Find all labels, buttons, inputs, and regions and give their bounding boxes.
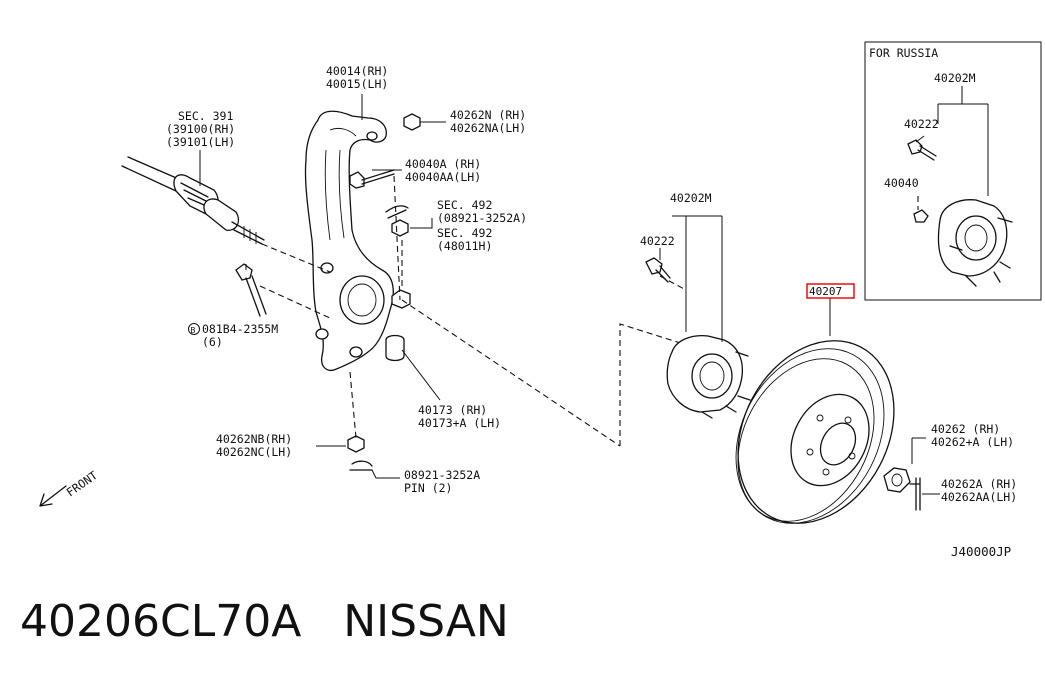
drive-shaft	[121, 156, 265, 245]
label-40222: 40222	[640, 234, 675, 248]
label-pin-a: (08921-3252A)	[437, 211, 527, 225]
label-40202m: 40202M	[670, 191, 712, 205]
label-40262a-plus: 40262+A (LH)	[931, 435, 1014, 449]
label-40262na: 40262NA(LH)	[450, 121, 526, 135]
label-40262n: 40262N (RH)	[450, 108, 526, 122]
bushing-40173	[385, 334, 405, 362]
highlight-box	[806, 283, 855, 299]
knuckle-hardware	[235, 113, 421, 471]
label-081b4: 081B4-2355M	[202, 322, 278, 336]
hub-assembly	[645, 215, 751, 419]
leader-lines-left	[199, 94, 446, 479]
label-40014: 40014(RH)	[326, 64, 388, 78]
nut-40262n	[403, 113, 421, 131]
label-sec492-a: SEC. 492	[437, 198, 492, 212]
label-40262nc: 40262NC(LH)	[216, 445, 292, 459]
nut-sec492	[391, 219, 409, 237]
label-40262a: 40262A (RH)	[941, 477, 1017, 491]
bolt-symbol-icon	[188, 323, 200, 335]
label-39101: (39101(LH)	[166, 135, 235, 149]
inset-label-40040: 40040	[884, 176, 919, 190]
label-front: FRONT	[64, 468, 100, 499]
inset-label-40202m: 40202M	[934, 71, 976, 85]
label-39100: (39100(RH)	[166, 122, 235, 136]
label-40040aa: 40040AA(LH)	[405, 170, 481, 184]
label-48011h: (48011H)	[437, 239, 492, 253]
label-40173a: 40173+A (LH)	[418, 416, 501, 430]
label-40262nb: 40262NB(RH)	[216, 432, 292, 446]
assembly-lines	[259, 175, 691, 447]
label-08921: 08921-3252A	[404, 468, 480, 482]
label-40262aa: 40262AA(LH)	[941, 490, 1017, 504]
front-arrow-icon	[39, 485, 67, 507]
nut-and-pin-right	[883, 437, 940, 511]
part-number-caption: 40206CL70A NISSAN	[20, 596, 509, 647]
label-40015: 40015(LH)	[326, 77, 388, 91]
bolt-symbol-letter: B	[191, 326, 196, 335]
diagram-code: J40000JP	[951, 544, 1011, 559]
inset-label-40222: 40222	[904, 117, 939, 131]
bolt-081b4	[235, 263, 253, 281]
label-pin-qty: PIN (2)	[404, 481, 452, 495]
label-sec492-b: SEC. 492	[437, 226, 492, 240]
bolt-head-40040a	[349, 171, 365, 189]
label-40040a: 40040A (RH)	[405, 157, 481, 171]
labels: 40014(RH) 40015(LH) SEC. 391 (39100(RH) …	[64, 46, 1017, 559]
brake-rotor	[735, 298, 895, 524]
inset-title: FOR RUSSIA	[869, 46, 938, 60]
pin-bottom	[349, 460, 373, 471]
pin-08921	[385, 205, 409, 219]
inset-for-russia	[864, 41, 1042, 301]
nut-40262nb	[347, 435, 365, 453]
label-40262: 40262 (RH)	[931, 422, 1000, 436]
steering-knuckle	[304, 110, 394, 372]
label-081b4-qty: (6)	[202, 335, 223, 349]
label-40173: 40173 (RH)	[418, 403, 487, 417]
label-40207: 40207	[809, 285, 842, 298]
label-sec391: SEC. 391	[178, 109, 233, 123]
